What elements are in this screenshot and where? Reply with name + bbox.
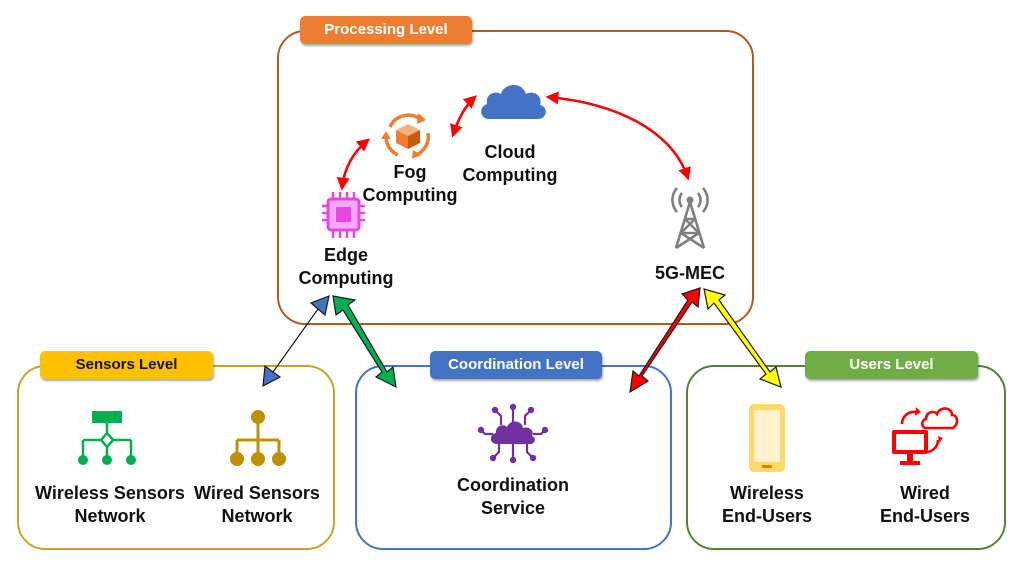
users-level-tag: Users Level — [805, 351, 978, 379]
wireless-end-users-label: Wireless End-Users — [721, 483, 813, 526]
processing-level-tag: Processing Level — [300, 16, 472, 44]
fog-computing-label: Fog Computing — [362, 162, 458, 205]
processing-level-box — [277, 30, 754, 325]
edge-fog-arrow — [336, 138, 371, 191]
wired-network-icon — [230, 410, 286, 466]
edge-sensors-arrow — [262, 295, 330, 388]
coordination-service-label: Coordination Service — [457, 475, 569, 518]
wired-end-users-label: Wired End-Users — [879, 483, 971, 526]
fog-cloud-arrow — [450, 95, 477, 138]
cloud-icon — [481, 84, 546, 119]
edge-computing-label: Edge Computing — [298, 245, 394, 288]
cloud-network-icon — [477, 403, 549, 464]
coordination-level-tag: Coordination Level — [430, 351, 602, 379]
fog-cycle-icon — [381, 113, 431, 159]
smartphone-icon — [749, 404, 785, 472]
chip-icon — [322, 192, 365, 238]
sensors-level-tag: Sensors Level — [40, 351, 213, 379]
cloud-computing-label: Cloud Computing — [462, 142, 558, 185]
mec-users-arrow — [703, 288, 782, 388]
cloud-mec-arrow — [545, 91, 691, 181]
antenna-tower-icon — [671, 187, 709, 250]
wireless-network-icon — [78, 411, 136, 465]
edge-coordination-arrow — [332, 295, 397, 389]
mec-coordination-arrow — [629, 287, 701, 394]
desktop-cloud-icon — [892, 407, 959, 465]
wireless-sensors-label: Wireless Sensors Network — [35, 483, 185, 526]
mec-label: 5G-MEC — [654, 263, 725, 283]
wired-sensors-label: Wired Sensors Network — [194, 483, 320, 526]
